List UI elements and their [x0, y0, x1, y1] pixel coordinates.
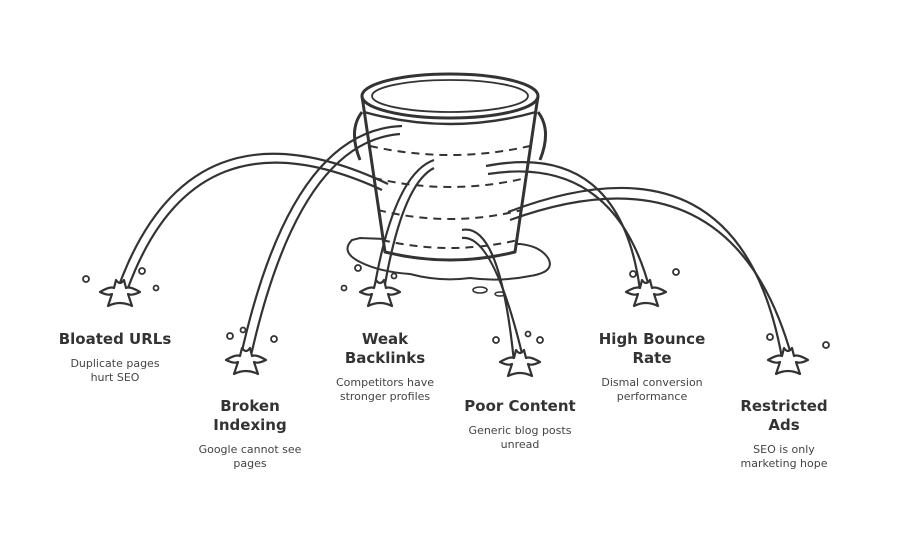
leak-stream-bloated-urls [116, 152, 389, 289]
puddle-drop [472, 286, 488, 294]
leak-label-weak-backlinks: Weak Backlinks Competitors have stronger… [305, 330, 465, 404]
leak-label-bloated-urls: Bloated URLs Duplicate pages hurt SEO [40, 330, 190, 385]
splash-bloated-urls [98, 278, 142, 308]
leaky-bucket-diagram [82, 72, 830, 378]
leak-title: High Bounce Rate [598, 330, 706, 367]
diagram-canvas: Bloated URLs Duplicate pages hurt SEO Br… [40, 72, 830, 471]
leak-stream-weak-backlinks [372, 158, 435, 291]
bucket-handle [353, 111, 547, 161]
leak-stream-poor-content [461, 228, 526, 363]
leak-description: SEO is only marketing hope [740, 443, 828, 470]
splash-poor-content [498, 348, 542, 378]
leak-description: Generic blog posts unread [468, 424, 572, 451]
leak-title: Broken Indexing [213, 397, 287, 434]
leak-title: Restricted Ads [740, 397, 828, 434]
splash-restricted-ads [766, 346, 810, 376]
splash-high-bounce-rate [624, 278, 668, 308]
leak-title: Weak Backlinks [344, 330, 426, 367]
leak-label-restricted-ads: Restricted Ads SEO is only marketing hop… [704, 397, 830, 471]
water-droplets [82, 264, 830, 349]
bucket [360, 72, 540, 262]
leak-title: Bloated URLs [58, 330, 172, 348]
leak-label-poor-content: Poor Content Generic blog posts unread [440, 397, 600, 452]
leak-stream-high-bounce-rate [485, 161, 652, 291]
leak-description: Dismal conversion performance [601, 376, 703, 403]
leak-label-high-bounce-rate: High Bounce Rate Dismal conversion perfo… [572, 330, 732, 404]
leak-stream-broken-indexing [238, 124, 403, 361]
leak-title: Poor Content [464, 397, 576, 415]
leak-stream-restricted-ads [507, 186, 794, 359]
water-puddle [346, 236, 551, 281]
leak-label-broken-indexing: Broken Indexing Google cannot see pages [170, 397, 330, 471]
leak-description: Google cannot see pages [198, 443, 302, 470]
splash-broken-indexing [224, 346, 268, 376]
splash-weak-backlinks [358, 278, 402, 308]
leak-description: Competitors have stronger profiles [335, 376, 435, 403]
leak-description: Duplicate pages hurt SEO [70, 357, 160, 384]
